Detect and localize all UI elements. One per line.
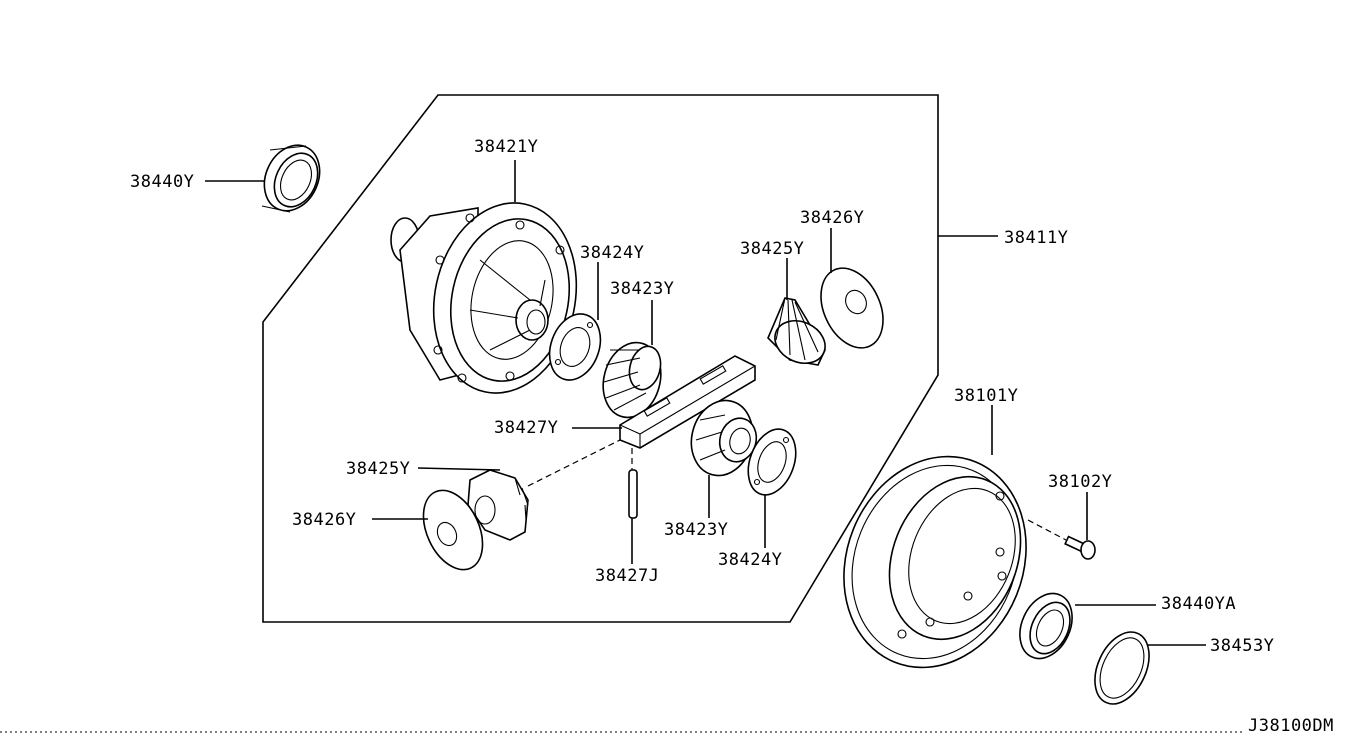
side-gear-38423Y-lower[interactable]	[683, 394, 761, 483]
thrust-washer-38426Y-lower[interactable]	[412, 481, 495, 579]
shim-38453Y[interactable]	[1084, 623, 1160, 712]
ring-gear-bolt-38102Y[interactable]	[1064, 535, 1096, 560]
bearing-38440Y[interactable]	[254, 136, 330, 220]
label-38440YA[interactable]: 38440YA	[1161, 594, 1236, 614]
assembly-dashline-bolt	[1027, 519, 1067, 541]
label-38427Y[interactable]: 38427Y	[494, 418, 558, 438]
assembly-dashline-left	[527, 439, 621, 487]
label-38411Y[interactable]: 38411Y	[1004, 228, 1068, 248]
leader-38425Y-left	[417, 467, 501, 471]
side-gear-38423Y-upper[interactable]	[595, 336, 669, 424]
washer-38424Y-lower[interactable]	[740, 423, 805, 502]
label-38425Y-top[interactable]: 38425Y	[740, 239, 804, 259]
label-38423Y-bottom[interactable]: 38423Y	[664, 520, 728, 540]
label-38427J[interactable]: 38427J	[595, 566, 659, 586]
label-38426Y-top[interactable]: 38426Y	[800, 208, 864, 228]
label-38424Y-bottom[interactable]: 38424Y	[718, 550, 782, 570]
label-38426Y-left[interactable]: 38426Y	[292, 510, 356, 530]
label-38102Y[interactable]: 38102Y	[1048, 472, 1112, 492]
label-38440Y[interactable]: 38440Y	[130, 172, 194, 192]
diff-case-38421Y[interactable]	[390, 190, 593, 407]
washer-38424Y-upper[interactable]	[541, 307, 609, 387]
pinion-gear-38425Y-upper[interactable]	[767, 297, 832, 371]
thrust-washer-38426Y-upper[interactable]	[809, 258, 895, 358]
label-38101Y[interactable]: 38101Y	[954, 386, 1018, 406]
label-38425Y-left[interactable]: 38425Y	[346, 459, 410, 479]
label-38423Y-top[interactable]: 38423Y	[610, 279, 674, 299]
ring-gear-38101Y[interactable]	[813, 429, 1057, 695]
bearing-38440YA[interactable]	[1010, 585, 1082, 667]
diagram-code: J38100DM	[1248, 716, 1334, 736]
assembly-outline	[262, 94, 939, 623]
label-38424Y-top[interactable]: 38424Y	[580, 243, 644, 263]
label-38421Y[interactable]: 38421Y	[474, 137, 538, 157]
label-38453Y[interactable]: 38453Y	[1210, 636, 1274, 656]
lock-pin-38427J[interactable]	[628, 469, 638, 519]
